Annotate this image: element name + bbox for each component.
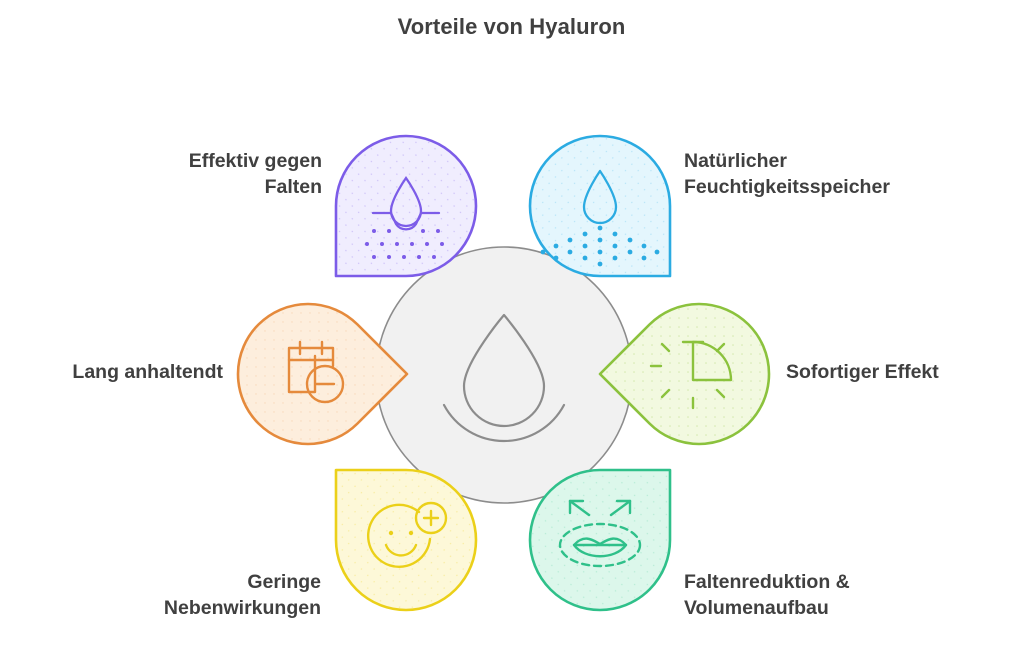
pin-dot-texture (237, 304, 408, 444)
smiley-plus-icon (367, 501, 448, 569)
lips-volume-arrows-icon (558, 499, 642, 568)
droplet-moisture-spray-icon (540, 169, 660, 267)
benefit-pin-long-lasting[interactable] (236, 302, 409, 446)
water-droplet-icon (462, 313, 546, 428)
pin-dot-texture (600, 304, 770, 444)
sunrise-clock-icon (649, 340, 733, 410)
benefit-label-instant: Sofortiger Effekt (786, 361, 939, 383)
droplet-arc-icon (442, 403, 566, 443)
benefit-label-volume: Faltenreduktion & Volumenaufbau (684, 571, 850, 619)
benefit-pin-instant[interactable] (598, 302, 771, 446)
benefit-label-moisture: Natürlicher Feuchtigkeitsspeicher (684, 150, 890, 198)
benefit-label-long-lasting: Lang anhaltendt (72, 361, 223, 383)
calendar-minus-icon (287, 340, 345, 404)
benefit-label-side-effects: Geringe Nebenwirkungen (163, 571, 321, 619)
droplet-skin-layer-icon (365, 176, 444, 259)
benefit-label-wrinkles: Effektiv gegen Falten (188, 150, 322, 198)
center-circle (375, 246, 633, 504)
center-hub (375, 246, 633, 504)
page-title: Vorteile von Hyaluron (397, 14, 626, 39)
